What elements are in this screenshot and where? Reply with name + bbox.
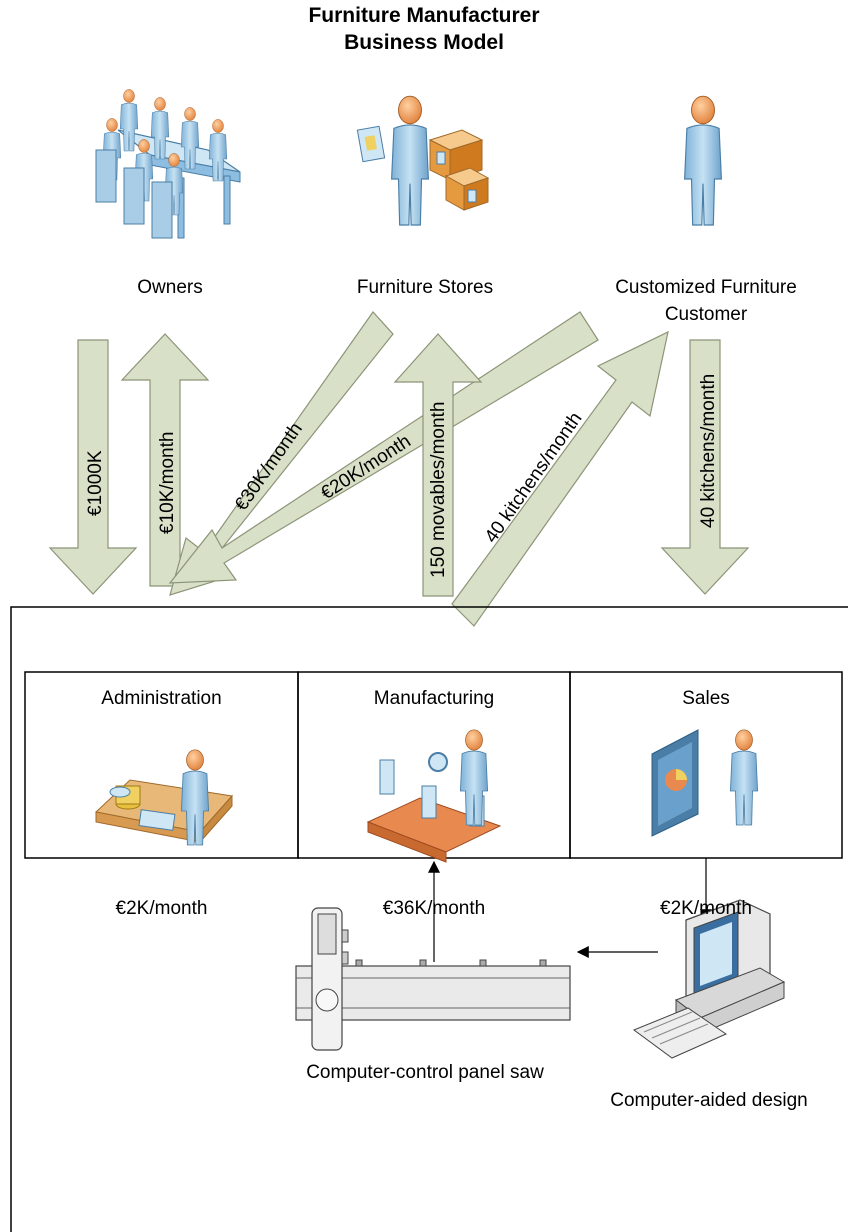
arrow-movables — [393, 333, 483, 597]
department-name-sales: Sales — [682, 688, 730, 709]
computer-icon — [632, 899, 786, 1059]
furniture-stores-label: Furniture Stores — [356, 277, 494, 298]
cad-label: Computer-aided design — [610, 1090, 808, 1111]
administration-icon — [94, 749, 233, 846]
panel-saw-icon — [295, 907, 571, 1051]
label-customer-payment: €20K/month — [317, 431, 414, 504]
furniture-stores-icon — [356, 95, 490, 226]
arrow-kitchens-delivery — [451, 330, 669, 627]
flow-arrows — [48, 311, 750, 627]
sales-icon — [651, 729, 759, 837]
department-cost-manufacturing: €36K/month — [382, 898, 486, 919]
customer-icon — [684, 95, 722, 226]
diagram-title-line1: Furniture Manufacturer — [308, 4, 540, 27]
arrow-owners-dividend — [120, 333, 210, 587]
customer-label-line2: Customer — [664, 304, 748, 325]
arrow-customer-payment — [168, 311, 599, 584]
arrow-owners-investment — [48, 339, 138, 595]
department-name-manufacturing: Manufacturing — [373, 688, 495, 709]
label-owners-investment: €1000K — [85, 450, 106, 516]
department-cost-administration: €2K/month — [115, 898, 208, 919]
customer-label-line1: Customized Furniture — [615, 277, 797, 298]
department-cost-sales: €2K/month — [660, 898, 752, 919]
arrow-kitchens-order — [660, 339, 750, 595]
owners-icon — [95, 89, 241, 239]
company-boundary — [10, 606, 848, 1232]
manufacturing-icon — [366, 729, 502, 863]
label-kitchens-order: 40 kitchens/month — [698, 374, 719, 528]
department-name-administration: Administration — [101, 688, 222, 709]
panel-saw-label: Computer-control panel saw — [306, 1062, 544, 1083]
label-movables: 150 movables/month — [428, 402, 449, 578]
label-owners-dividend: €10K/month — [157, 432, 178, 534]
diagram-title-line2: Business Model — [344, 31, 504, 54]
owners-label: Owners — [137, 277, 203, 298]
